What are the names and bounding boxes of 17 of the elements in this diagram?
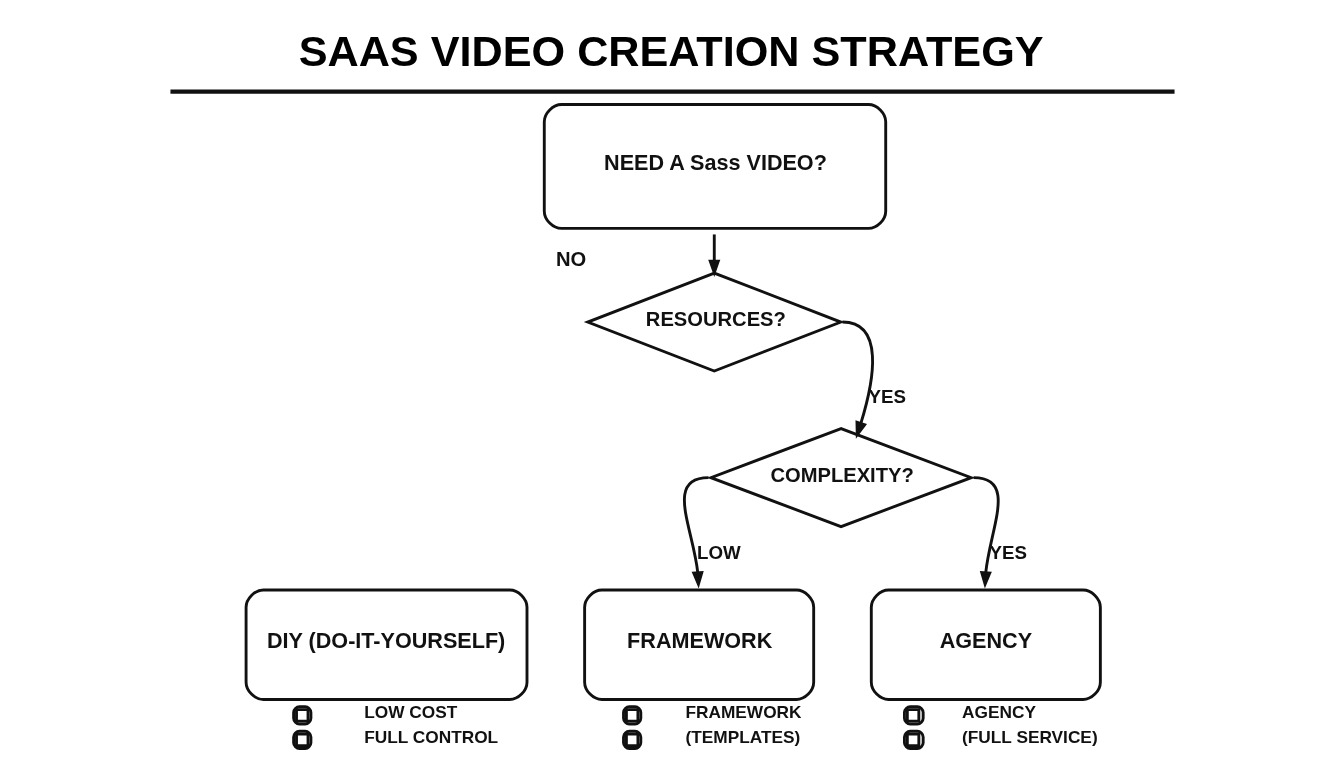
diagram-title: SAAS VIDEO CREATION STRATEGY [298,27,1044,76]
node-label: (FULL SERVICE) [961,726,1098,747]
node-label: (TEMPLATES) [684,726,800,747]
node-label: NO [555,248,586,271]
node-diamond: RESOURCES? [583,271,845,373]
node-label: FRAMEWORK [684,702,802,723]
arrow [707,234,720,278]
node-label: LOW COST [363,702,457,723]
edge-label: YES [988,541,1027,563]
edge-label: LOW [696,541,741,563]
arrow [841,320,874,439]
node-label: AGENCY [961,702,1036,723]
edge-label: YES [867,386,906,408]
node-label: FULL CONTROL [363,726,498,747]
arrow [682,476,709,589]
arrow [972,476,1000,589]
node-diamond: COMPLEXITY? [706,427,975,529]
